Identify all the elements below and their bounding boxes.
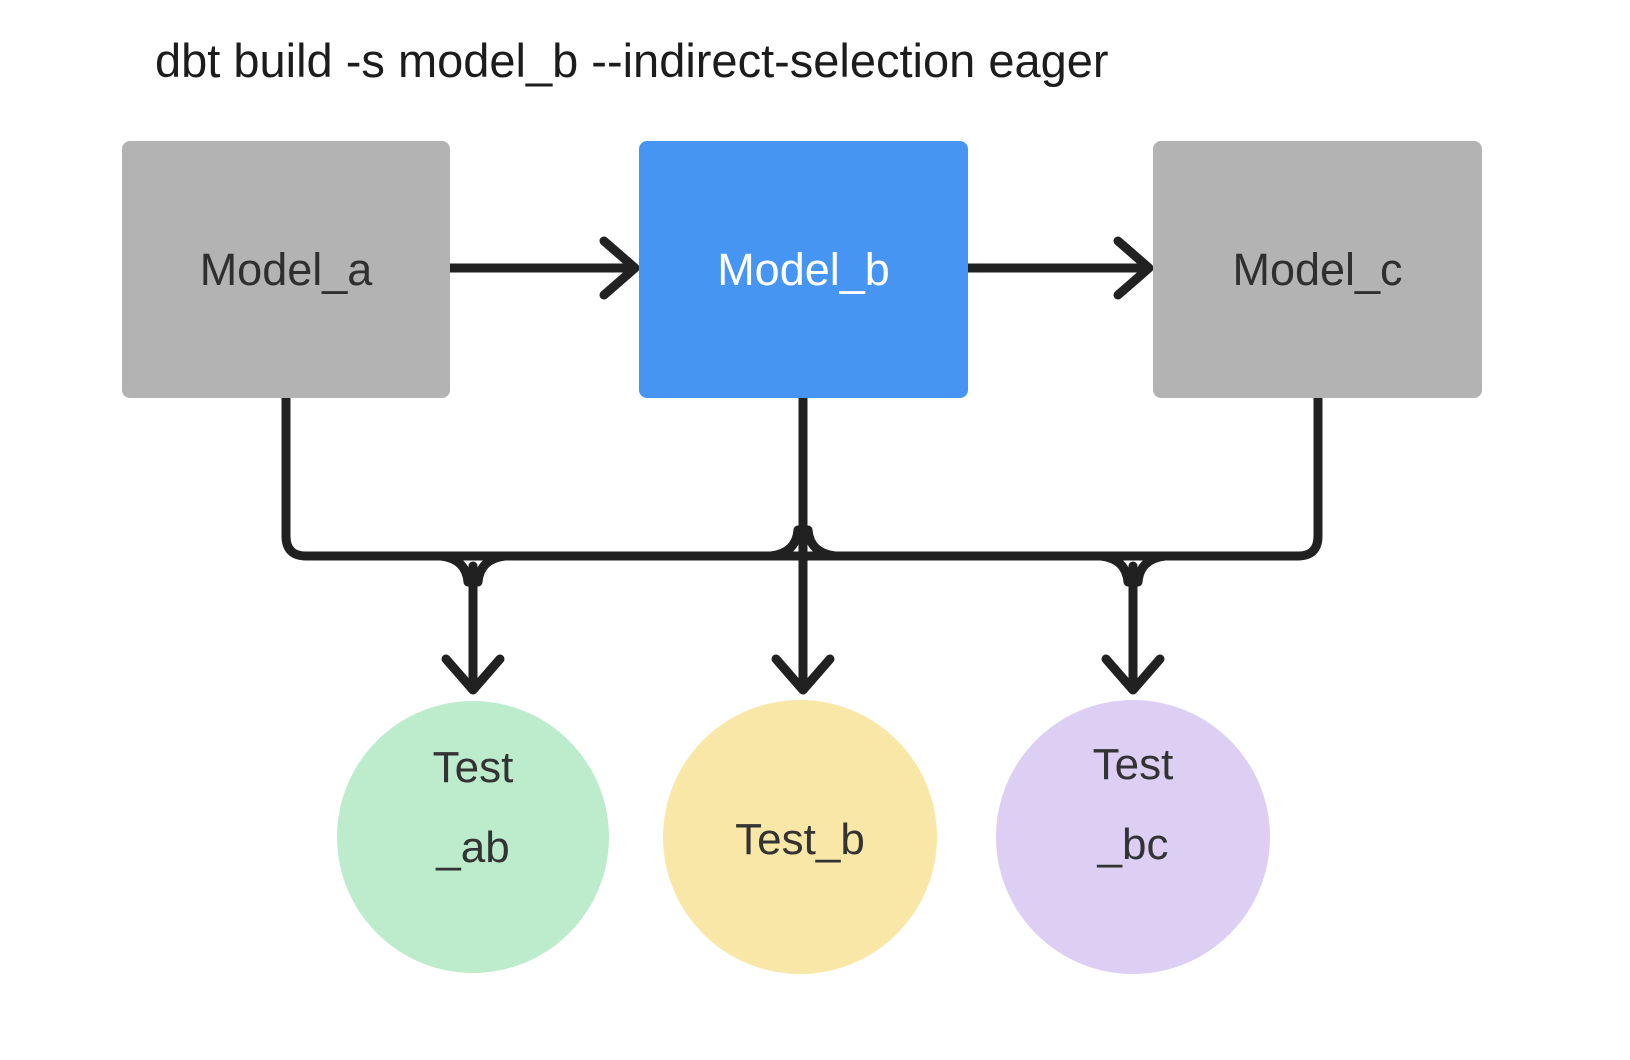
edge-bus-to-test-bc-arrowhead-icon xyxy=(1101,654,1165,695)
edge-fillet-test-bc-right xyxy=(1133,551,1170,587)
edge-model-a-to-model-b-arrowhead-icon xyxy=(599,236,640,300)
model-b-node xyxy=(639,141,968,398)
edge-fillet-center-left xyxy=(766,525,803,561)
model-a-node xyxy=(122,141,450,398)
edge-fillet-test-ab-right xyxy=(473,551,510,587)
test-bc-node xyxy=(996,700,1270,974)
diagram-title: dbt build -s model_b --indirect-selectio… xyxy=(155,34,1109,87)
edge-fillet-test-ab-left xyxy=(436,551,473,587)
edge-model-b-to-test-b-arrowhead-icon xyxy=(771,654,835,695)
edge-model-b-to-model-c-arrowhead-icon xyxy=(1113,236,1154,300)
test-b-node xyxy=(663,700,937,974)
edge-fillet-test-bc-left xyxy=(1096,551,1133,587)
model-c-node xyxy=(1153,141,1482,398)
edge-fillet-center-right xyxy=(803,525,840,561)
edge-lines xyxy=(281,236,1323,695)
test-ab-node xyxy=(337,701,609,973)
edge-bus-to-test-ab-arrowhead-icon xyxy=(441,654,505,695)
